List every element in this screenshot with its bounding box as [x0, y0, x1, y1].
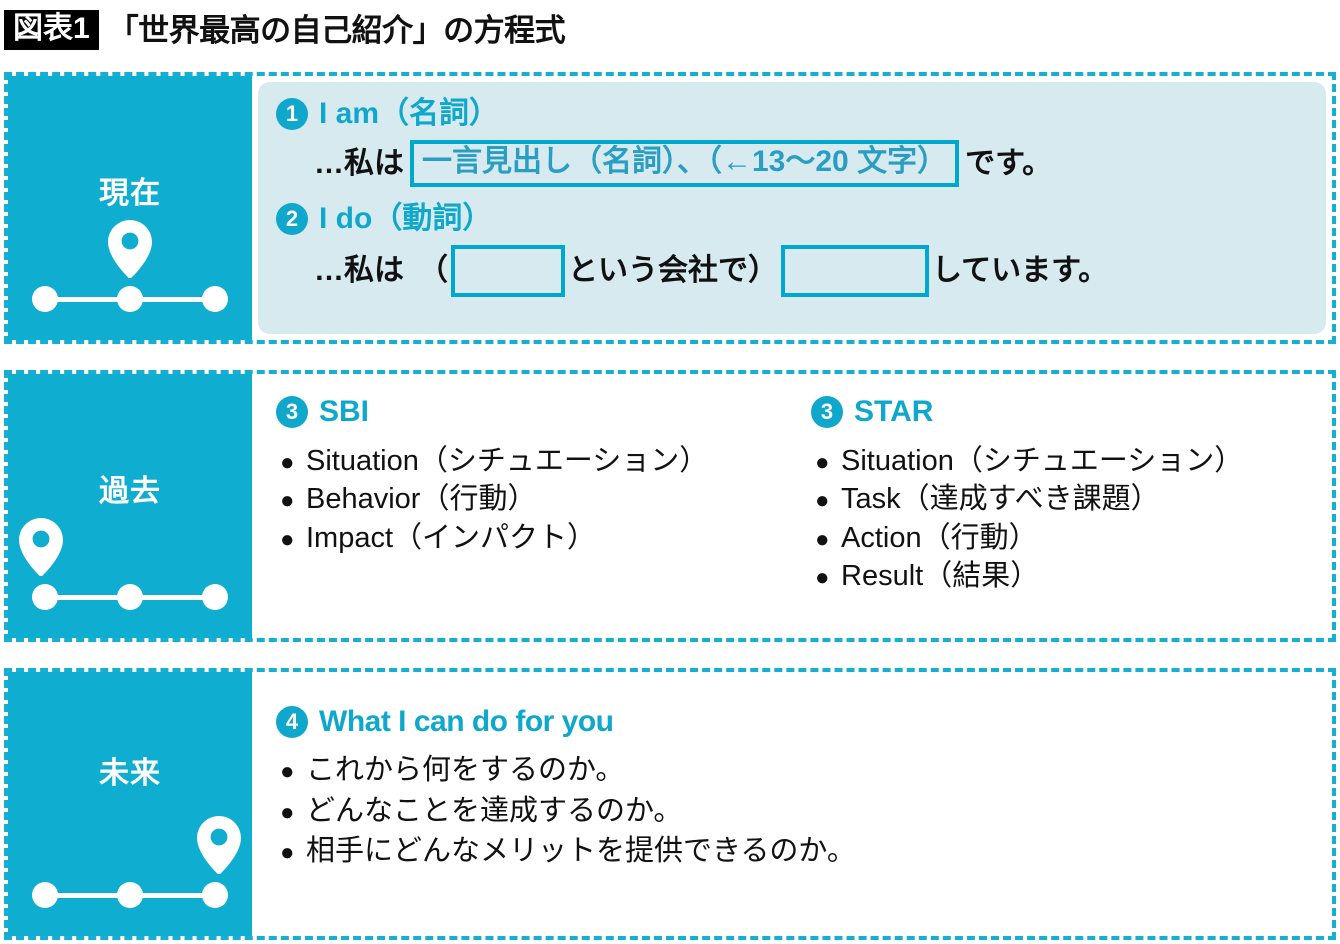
number-badge-4: 4: [276, 706, 308, 738]
list-item-label: Task（達成すべき課題）: [841, 483, 1160, 516]
tinted-content-box: [258, 82, 1326, 334]
list-item-label: Action（行動）: [841, 521, 1038, 554]
open-paren: （: [418, 254, 448, 287]
bullet-icon: ●: [280, 758, 295, 785]
sentence-line-2: …私は （ という会社で） しています。: [314, 244, 1322, 297]
item-heading-text-4: What I can do for you: [319, 705, 614, 738]
list-item: ● Situation（シチュエーション）: [280, 442, 811, 480]
bullet-icon: ●: [815, 525, 830, 553]
item-heading-1: 1 I am（名詞）: [276, 98, 1322, 130]
list-item-label: どんなことを達成するのか。: [306, 794, 683, 827]
sentence-prefix-1: …私は: [314, 146, 404, 180]
bullet-list-star: ● Situation（シチュエーション） ● Task（達成すべき課題） ● Act…: [815, 442, 1243, 595]
list-item-label: これから何をするのか。: [306, 754, 625, 786]
list-item: ● Impact（インパクト）: [280, 519, 811, 557]
fill-in-boxed-text-1[interactable]: 一言見出し（名詞）、（←13〜20 文字）: [410, 140, 960, 187]
timeline-dot-past: [32, 882, 58, 908]
white-content-box: [252, 374, 1332, 638]
item-heading-star: 3 STAR: [811, 396, 1243, 428]
column-sbi: 3 SBI ● Situation（シチュエーション） ● Behavior（行動）…: [276, 396, 811, 595]
list-item: ● Result（結果）: [815, 557, 1243, 595]
timeline-sidebar-present: 現在: [8, 76, 252, 340]
item-heading-4: 4 What I can do for you: [276, 706, 1332, 738]
list-item: ● どんなことを達成するのか。: [280, 791, 1332, 832]
list-item: ● 相手にどんなメリットを提供できるのか。: [280, 831, 1332, 872]
bullet-icon: ●: [280, 449, 295, 476]
number-badge-1: 1: [276, 98, 308, 130]
item-heading-text-star: STAR: [854, 395, 934, 428]
item-heading-text-1: I am（名詞）: [319, 97, 500, 130]
timeline-dot-present: [117, 286, 143, 312]
timeline-sidebar-past: 過去: [8, 374, 252, 638]
timeline-dot-past: [32, 286, 58, 312]
bullet-icon: ●: [280, 487, 295, 515]
map-pin-icon: [19, 518, 63, 576]
sentence-line-1: …私は 一言見出し（名詞）、（←13〜20 文字） です。: [314, 140, 1322, 187]
bullet-icon: ●: [280, 525, 295, 553]
list-item-label: Behavior（行動）: [306, 483, 537, 516]
list-item: ● Situation（シチュエーション）: [815, 442, 1243, 480]
bullet-list-sbi: ● Situation（シチュエーション） ● Behavior（行動） ● Impa…: [280, 442, 811, 557]
list-item-label: Result（結果）: [841, 559, 1040, 592]
figure-number-tag: 図表1: [4, 10, 99, 50]
bullet-icon: ●: [815, 563, 830, 591]
timeline-dot-present: [117, 584, 143, 610]
timeline-dot-future: [202, 286, 228, 312]
sentence-suffix-1: です。: [965, 146, 1053, 180]
panel-past-content: 3 SBI ● Situation（シチュエーション） ● Behavior（行動）…: [252, 374, 1332, 638]
page-title: 図表1 「世界最高の自己紹介」の方程式: [4, 4, 566, 56]
timeline-track: [32, 286, 228, 312]
map-pin-icon: [108, 220, 152, 278]
item-heading-sbi: 3 SBI: [276, 396, 811, 428]
timeline-track: [32, 882, 228, 908]
timeline-dot-present: [117, 882, 143, 908]
bullet-icon: ●: [815, 487, 830, 515]
list-item-label: Impact（インパクト）: [306, 521, 597, 554]
list-item: ● Action（行動）: [815, 519, 1243, 557]
panel-present-content: 1 I am（名詞） …私は 一言見出し（名詞）、（←13〜20 文字） です。…: [252, 76, 1332, 340]
sentence-suffix-2: しています。: [932, 254, 1109, 287]
timeline-label-past: 過去: [99, 475, 161, 508]
item-heading-text-sbi: SBI: [319, 395, 370, 428]
bullet-icon: ●: [280, 839, 295, 867]
bullet-list-future: ● これから何をするのか。 ● どんなことを達成するのか。 ● 相手にどんなメリットを…: [280, 750, 1332, 872]
blank-input-activity[interactable]: [781, 244, 929, 297]
timeline-sidebar-future: 未来: [8, 672, 252, 936]
panel-past: 過去 3 SBI: [4, 370, 1336, 642]
blank-input-company[interactable]: [451, 244, 565, 297]
sentence-prefix-2: …私は: [314, 254, 404, 287]
timeline-dot-future: [202, 882, 228, 908]
timeline-label-future: 未来: [99, 757, 161, 790]
list-item: ● これから何をするのか。: [280, 750, 1332, 791]
list-item: ● Behavior（行動）: [280, 480, 811, 518]
panel-future-content: 4 What I can do for you ● これから何をするのか。 ● どん…: [252, 672, 1332, 936]
item-heading-text-2: I do（動詞）: [319, 201, 493, 235]
bullet-icon: ●: [280, 798, 295, 826]
number-badge-2: 2: [276, 202, 308, 235]
timeline-dot-past: [32, 584, 58, 610]
list-item-label: Situation（シチュエーション）: [306, 445, 709, 477]
timeline-track: [32, 584, 228, 610]
list-item: ● Task（達成すべき課題）: [815, 480, 1243, 518]
white-content-box: [252, 672, 1332, 936]
timeline-dot-future: [202, 584, 228, 610]
sentence-mid-2: という会社で）: [568, 254, 778, 287]
item-heading-2: 2 I do（動詞）: [276, 201, 1322, 235]
panel-present: 現在 1 I am（名詞）: [4, 72, 1336, 344]
column-star: 3 STAR ● Situation（シチュエーション） ● Task（達成すべき課…: [811, 396, 1243, 595]
bullet-icon: ●: [815, 449, 830, 476]
timeline-label-present: 現在: [99, 177, 161, 210]
number-badge-3b: 3: [811, 396, 843, 428]
list-item-label: 相手にどんなメリットを提供できるのか。: [306, 835, 856, 868]
list-item-label: Situation（シチュエーション）: [841, 445, 1244, 477]
panel-future: 未来 4 What I can do for you: [4, 668, 1336, 940]
title-text: 「世界最高の自己紹介」の方程式: [107, 12, 566, 48]
number-badge-3a: 3: [276, 396, 308, 428]
map-pin-icon: [197, 816, 241, 874]
